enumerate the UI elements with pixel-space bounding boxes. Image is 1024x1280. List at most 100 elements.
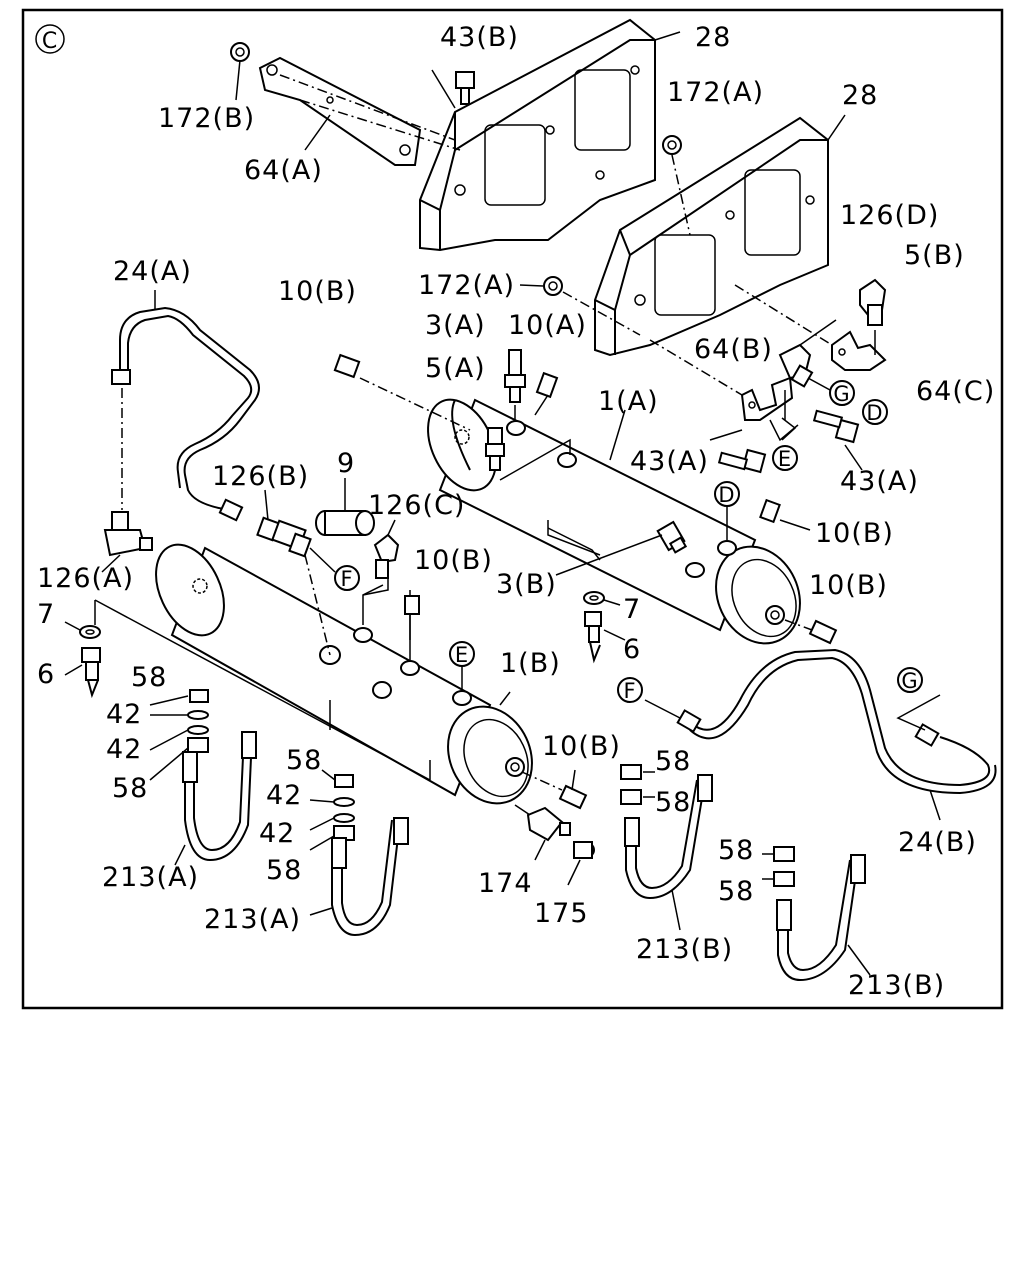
label-24B: 24(B) bbox=[898, 827, 977, 858]
label-172B: 172(B) bbox=[158, 103, 255, 134]
label-10B-a: 10(B) bbox=[278, 276, 357, 307]
bolt-43B bbox=[455, 71, 475, 105]
fitting-3B bbox=[656, 520, 688, 554]
label-58-h: 58 bbox=[718, 876, 754, 907]
svg-text:G: G bbox=[901, 669, 918, 693]
label-42-a: 42 bbox=[106, 699, 142, 730]
label-3B: 3(B) bbox=[496, 569, 557, 600]
connection-mark-F-a: F bbox=[334, 565, 360, 591]
svg-text:E: E bbox=[455, 643, 469, 667]
label-3A: 3(A) bbox=[425, 310, 486, 341]
nut-58-e bbox=[620, 764, 642, 780]
bracket-28-right bbox=[594, 116, 829, 357]
svg-text:C: C bbox=[42, 29, 58, 54]
label-7-b: 7 bbox=[623, 594, 641, 625]
label-64C: 64(C) bbox=[916, 376, 995, 407]
label-43A-b: 43(A) bbox=[840, 466, 919, 497]
label-7-a: 7 bbox=[37, 599, 55, 630]
tank-1A bbox=[427, 398, 801, 645]
label-58-g: 58 bbox=[718, 835, 754, 866]
svg-text:F: F bbox=[623, 679, 636, 703]
label-126B: 126(B) bbox=[212, 461, 309, 492]
label-6-a: 6 bbox=[37, 659, 55, 690]
elbow-126D bbox=[778, 343, 814, 388]
label-213A-b: 213(A) bbox=[204, 904, 301, 935]
label-5A: 5(A) bbox=[425, 353, 486, 384]
label-10B-e: 10(B) bbox=[542, 731, 621, 762]
plug-10B-e bbox=[558, 784, 588, 810]
label-58-c: 58 bbox=[286, 745, 322, 776]
nut-stack-left-a bbox=[187, 689, 209, 753]
connection-mark-E-b: E bbox=[449, 641, 475, 667]
plug-10B-d bbox=[404, 595, 420, 615]
label-1B: 1(B) bbox=[500, 648, 561, 679]
label-42-b: 42 bbox=[106, 734, 142, 765]
pipe-24B bbox=[676, 648, 997, 795]
washer-7-b bbox=[583, 591, 605, 605]
label-28-right: 28 bbox=[842, 80, 878, 111]
label-172A-top: 172(A) bbox=[667, 77, 764, 108]
elbow-5B bbox=[859, 278, 887, 326]
connection-mark-E-a: E bbox=[772, 445, 798, 471]
fitting-3A bbox=[504, 349, 526, 403]
nut-58-g bbox=[773, 846, 795, 862]
label-58-f: 58 bbox=[655, 787, 691, 818]
connection-mark-D-b: D bbox=[714, 481, 740, 507]
bolt-43A-a bbox=[717, 448, 767, 474]
label-64A: 64(A) bbox=[244, 155, 323, 186]
svg-text:G: G bbox=[833, 382, 850, 406]
svg-text:D: D bbox=[718, 483, 735, 507]
label-58-a: 58 bbox=[131, 662, 167, 693]
label-24A: 24(A) bbox=[113, 256, 192, 287]
fitting-5A bbox=[485, 427, 505, 471]
section-mark: C bbox=[35, 24, 65, 54]
label-58-d: 58 bbox=[266, 855, 302, 886]
ubolt-213A-a bbox=[182, 731, 257, 862]
svg-text:E: E bbox=[778, 447, 792, 471]
label-10B-d: 10(B) bbox=[414, 545, 493, 576]
label-213A-a: 213(A) bbox=[102, 862, 199, 893]
fitting-10A bbox=[535, 371, 559, 399]
label-58-e: 58 bbox=[655, 746, 691, 777]
pipe-24A bbox=[111, 306, 260, 522]
label-28-upper: 28 bbox=[695, 22, 731, 53]
label-213B-b: 213(B) bbox=[848, 970, 945, 1001]
pressure-switch-9 bbox=[315, 510, 375, 536]
label-58-b: 58 bbox=[112, 773, 148, 804]
label-10B-c: 10(B) bbox=[809, 570, 888, 601]
label-10B-b: 10(B) bbox=[815, 518, 894, 549]
label-126A: 126(A) bbox=[37, 563, 134, 594]
label-9: 9 bbox=[337, 448, 355, 479]
elbow-126C bbox=[373, 533, 400, 579]
label-42-d: 42 bbox=[259, 818, 295, 849]
nut-58-f bbox=[620, 789, 642, 805]
ubolt-213A-b bbox=[331, 817, 409, 937]
bracket-64C bbox=[831, 330, 887, 371]
svg-text:F: F bbox=[340, 567, 353, 591]
drain-valve-174 bbox=[526, 806, 571, 842]
label-10A: 10(A) bbox=[508, 310, 587, 341]
adapter-126B bbox=[256, 516, 312, 558]
label-42-c: 42 bbox=[266, 780, 302, 811]
label-6-b: 6 bbox=[623, 634, 641, 665]
bolt-43A-b bbox=[812, 409, 860, 444]
cap-175 bbox=[573, 841, 595, 859]
diagram-frame bbox=[21, 8, 1004, 1010]
label-1A: 1(A) bbox=[598, 386, 659, 417]
label-5B: 5(B) bbox=[904, 240, 965, 271]
nut-172A-mid bbox=[543, 276, 563, 296]
connection-mark-G-b: G bbox=[897, 667, 923, 693]
connection-mark-D-a: D bbox=[862, 399, 888, 425]
bracket-28-upper bbox=[419, 18, 656, 252]
tee-126A bbox=[103, 511, 153, 557]
tank-1B bbox=[155, 543, 533, 805]
bracket-64A bbox=[258, 56, 422, 166]
label-172A-mid: 172(A) bbox=[418, 270, 515, 301]
plug-10B-b bbox=[759, 498, 781, 524]
drain-6-a bbox=[81, 647, 101, 699]
nut-172B bbox=[230, 42, 250, 62]
nut-stack-left-b bbox=[333, 774, 355, 841]
label-126D: 126(D) bbox=[840, 200, 939, 231]
label-43A-a: 43(A) bbox=[630, 446, 709, 477]
